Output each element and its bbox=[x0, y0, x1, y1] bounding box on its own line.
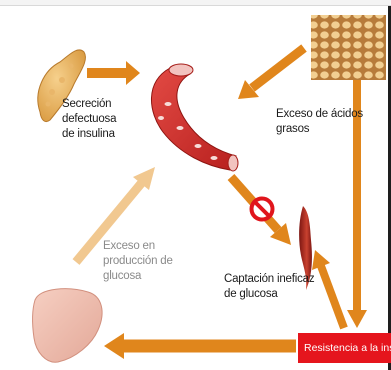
label-fatty-acids: Exceso de ácidos grasos bbox=[276, 107, 363, 137]
blood-vessel-illustration bbox=[151, 64, 238, 171]
label-glucose-production: Exceso en producción de glucosa bbox=[103, 239, 173, 284]
arrow-adipose-to-vessel bbox=[238, 48, 304, 99]
label-insulin-secretion: Secreción defectuosa de insulina bbox=[62, 97, 116, 142]
arrow-resistance-to-muscle bbox=[312, 250, 344, 328]
arrow-pancreas-to-vessel bbox=[87, 61, 140, 85]
label-glucose-uptake: Captación ineficaz de glucosa bbox=[224, 272, 314, 302]
adipose-tissue-illustration bbox=[311, 15, 386, 80]
insulin-resistance-badge: Resistencia a la insulina bbox=[298, 333, 391, 363]
arrow-resistance-to-liver bbox=[104, 333, 296, 359]
prohibited-sign-icon bbox=[252, 199, 273, 220]
arrow-adipose-to-resistance bbox=[347, 62, 367, 328]
liver-illustration bbox=[33, 289, 102, 362]
